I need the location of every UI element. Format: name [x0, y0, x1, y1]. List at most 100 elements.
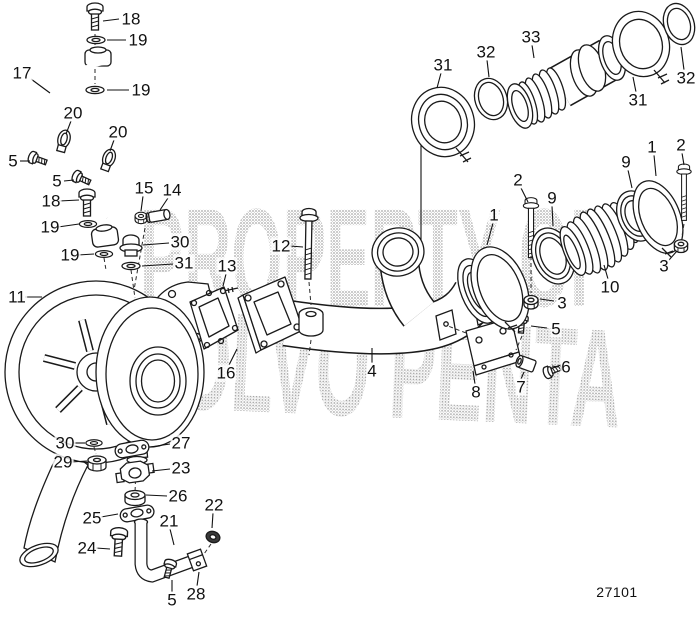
- gasket-27: [114, 439, 150, 459]
- callout-31: 31: [627, 90, 649, 110]
- leader-line-31: [436, 72, 442, 89]
- leader-line-6: [551, 365, 559, 368]
- leader-line-2: [681, 152, 685, 166]
- bolt-18-top: [86, 2, 104, 31]
- leader-line-27: [149, 443, 171, 448]
- callout-26: 26: [167, 486, 189, 506]
- callout-13: 13: [216, 256, 238, 276]
- leader-line-32: [680, 46, 685, 71]
- callout-19: 19: [130, 80, 152, 100]
- leader-line-26: [145, 494, 168, 497]
- leader-line-28: [196, 571, 200, 587]
- callout-4: 4: [366, 361, 378, 381]
- leader-line-8: [472, 370, 476, 385]
- callout-30: 30: [54, 433, 76, 453]
- leader-line-13: [222, 273, 227, 287]
- leader-line-5: [530, 325, 548, 329]
- leader-line-5: [63, 179, 75, 182]
- callout-32: 32: [675, 68, 697, 88]
- callout-25: 25: [81, 508, 103, 528]
- leader-line-18: [58, 199, 80, 202]
- leader-line-31: [632, 76, 637, 93]
- drain-group: [85, 439, 221, 583]
- callout-6: 6: [560, 357, 572, 377]
- callout-20: 20: [62, 103, 84, 123]
- washer-22: [205, 530, 221, 544]
- callout-3: 3: [556, 293, 568, 313]
- callout-19: 19: [39, 217, 61, 237]
- callout-10: 10: [599, 277, 621, 297]
- leader-line-20: [65, 120, 72, 135]
- leader-line-3: [668, 250, 678, 261]
- leader-line-20: [109, 139, 115, 152]
- turbocharger: [4, 280, 213, 568]
- mounting-flange-16: [237, 276, 304, 354]
- leader-line-19: [77, 253, 95, 256]
- clamp-20-right: [99, 148, 117, 173]
- callout-leader-lines: [20, 18, 685, 592]
- bellows-chain-top: [410, 2, 696, 163]
- callout-14: 14: [161, 180, 183, 200]
- callout-28: 28: [185, 584, 207, 604]
- leader-line-19: [57, 223, 80, 228]
- clamp-28: [186, 548, 208, 572]
- callout-5: 5: [166, 590, 178, 610]
- callout-9: 9: [546, 188, 558, 208]
- callout-33: 33: [520, 27, 542, 47]
- callout-20: 20: [107, 122, 129, 142]
- callout-9: 9: [620, 152, 632, 172]
- callout-1: 1: [646, 137, 658, 157]
- callout-18: 18: [120, 9, 142, 29]
- bellows-chain-right: [470, 163, 692, 333]
- leader-line-10: [603, 264, 609, 280]
- leader-line-29: [70, 460, 88, 463]
- seal-26: [124, 489, 146, 507]
- leader-line-17: [30, 78, 51, 94]
- callout-17: 17: [11, 63, 33, 83]
- leader-line-21: [169, 528, 175, 546]
- callout-19: 19: [59, 245, 81, 265]
- figure-number: 27101: [596, 584, 638, 600]
- callout-31: 31: [173, 253, 195, 273]
- gasket-25: [119, 504, 155, 523]
- leader-line-32: [486, 59, 490, 78]
- callout-23: 23: [170, 458, 192, 478]
- connector-23: [115, 460, 155, 484]
- oil-pipe-group: [26, 2, 171, 299]
- nut-29: [87, 455, 107, 472]
- callout-15: 15: [133, 178, 155, 198]
- callout-2: 2: [512, 170, 524, 190]
- leader-line-23: [151, 468, 171, 472]
- callout-31: 31: [432, 55, 454, 75]
- callout-5: 5: [550, 319, 562, 339]
- leader-line-33: [531, 44, 535, 59]
- leader-line-24: [95, 547, 111, 550]
- callout-30: 30: [169, 232, 191, 252]
- leader-line-25: [100, 513, 119, 518]
- leader-line-12: [289, 245, 304, 248]
- leader-line-15: [140, 195, 144, 212]
- callout-8: 8: [470, 382, 482, 402]
- callout-19: 19: [127, 30, 149, 50]
- callout-5: 5: [7, 151, 19, 171]
- bolt-12-group: [298, 207, 324, 356]
- callout-5: 5: [51, 171, 63, 191]
- leader-line-7: [520, 371, 525, 380]
- spacer-7: [515, 354, 537, 373]
- leader-line-1: [486, 222, 494, 246]
- callout-24: 24: [76, 538, 98, 558]
- callout-3: 3: [658, 256, 670, 276]
- callout-1: 1: [488, 205, 500, 225]
- callout-16: 16: [215, 363, 237, 383]
- callout-7: 7: [515, 377, 527, 397]
- callout-2: 2: [675, 135, 687, 155]
- leader-line-3: [539, 298, 555, 302]
- leader-line-1: [653, 154, 657, 177]
- leader-line-2: [520, 187, 529, 203]
- leader-line-22: [211, 512, 214, 529]
- callout-12: 12: [270, 236, 292, 256]
- leader-line-9: [627, 169, 633, 189]
- callout-18: 18: [40, 191, 62, 211]
- callout-21: 21: [158, 511, 180, 531]
